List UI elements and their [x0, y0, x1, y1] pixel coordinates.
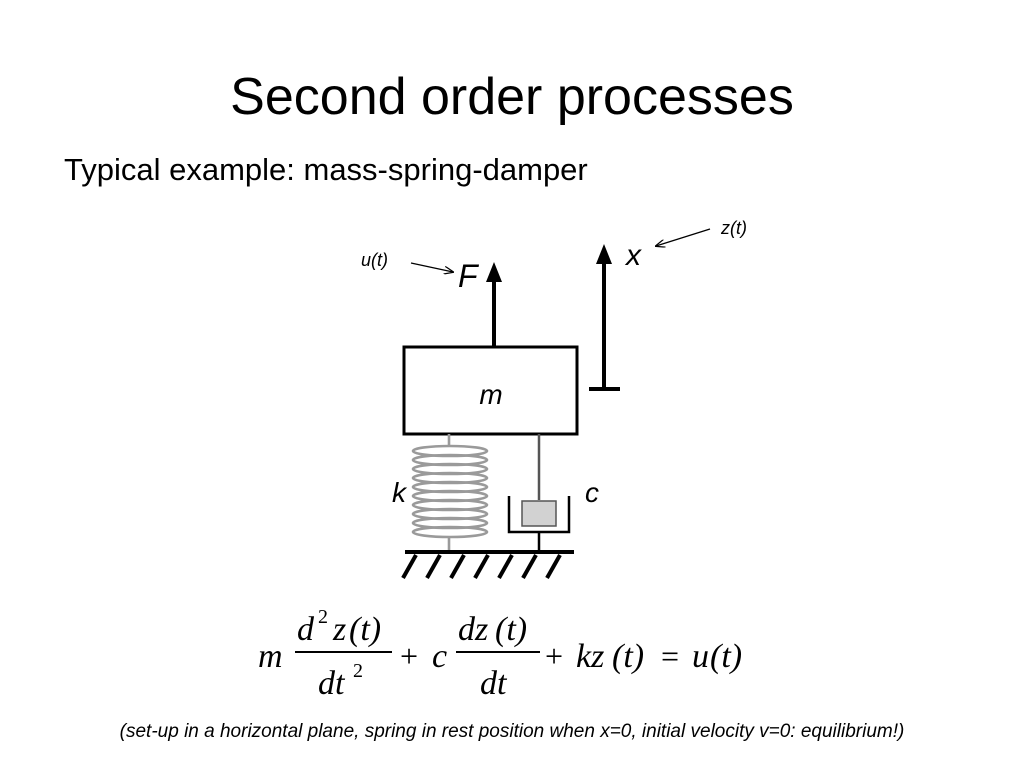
- force-annotation-arrow: [410, 262, 453, 272]
- damper: [507, 434, 571, 550]
- displacement-annotation: z(t): [720, 218, 747, 238]
- eq-term3: kz: [576, 638, 604, 675]
- mass-label: m: [479, 379, 502, 410]
- eq-equals: =: [661, 638, 679, 674]
- eq-plus-1: +: [400, 638, 418, 674]
- eq-term2-num-arg: (t): [495, 611, 527, 648]
- slide-title: Second order processes: [230, 68, 794, 126]
- eq-term2-den: dt: [480, 665, 508, 702]
- slide-subtitle: Typical example: mass-spring-damper: [64, 152, 588, 187]
- footnote: (set-up in a horizontal plane, spring in…: [119, 721, 905, 742]
- damper-label: c: [585, 477, 599, 508]
- eq-term2-num: dz: [458, 611, 488, 648]
- force-annotation: u(t): [361, 250, 388, 270]
- displacement-annotation-arrow: [656, 228, 711, 246]
- eq-rhs: u: [692, 638, 709, 675]
- spring: [411, 434, 489, 550]
- displacement-label: x: [624, 239, 642, 272]
- mass-block: [402, 345, 579, 436]
- force-arrow: [486, 262, 502, 347]
- eq-term1-den-exp: 2: [353, 660, 363, 682]
- eq-term3-arg: (t): [612, 638, 644, 675]
- eq-rhs-arg: (t): [710, 638, 742, 675]
- eq-term1-num-d: d: [297, 611, 315, 648]
- eq-term1-num-arg: (t): [349, 611, 381, 648]
- spring-label: k: [392, 477, 408, 508]
- equation-of-motion: m d 2 z (t) dt 2 + c dz (t) dt + kz (t) …: [258, 606, 742, 702]
- eq-term1-num-z: z: [332, 611, 346, 648]
- eq-term1-coef: m: [258, 638, 283, 675]
- ground: [401, 550, 574, 579]
- eq-term1-den-dt: dt: [318, 665, 346, 702]
- eq-plus-2: +: [545, 638, 563, 674]
- eq-term2-coef: c: [432, 638, 447, 675]
- force-label: F: [458, 258, 480, 294]
- displacement-arrow: [589, 244, 620, 391]
- eq-term1-num-exp: 2: [318, 606, 328, 628]
